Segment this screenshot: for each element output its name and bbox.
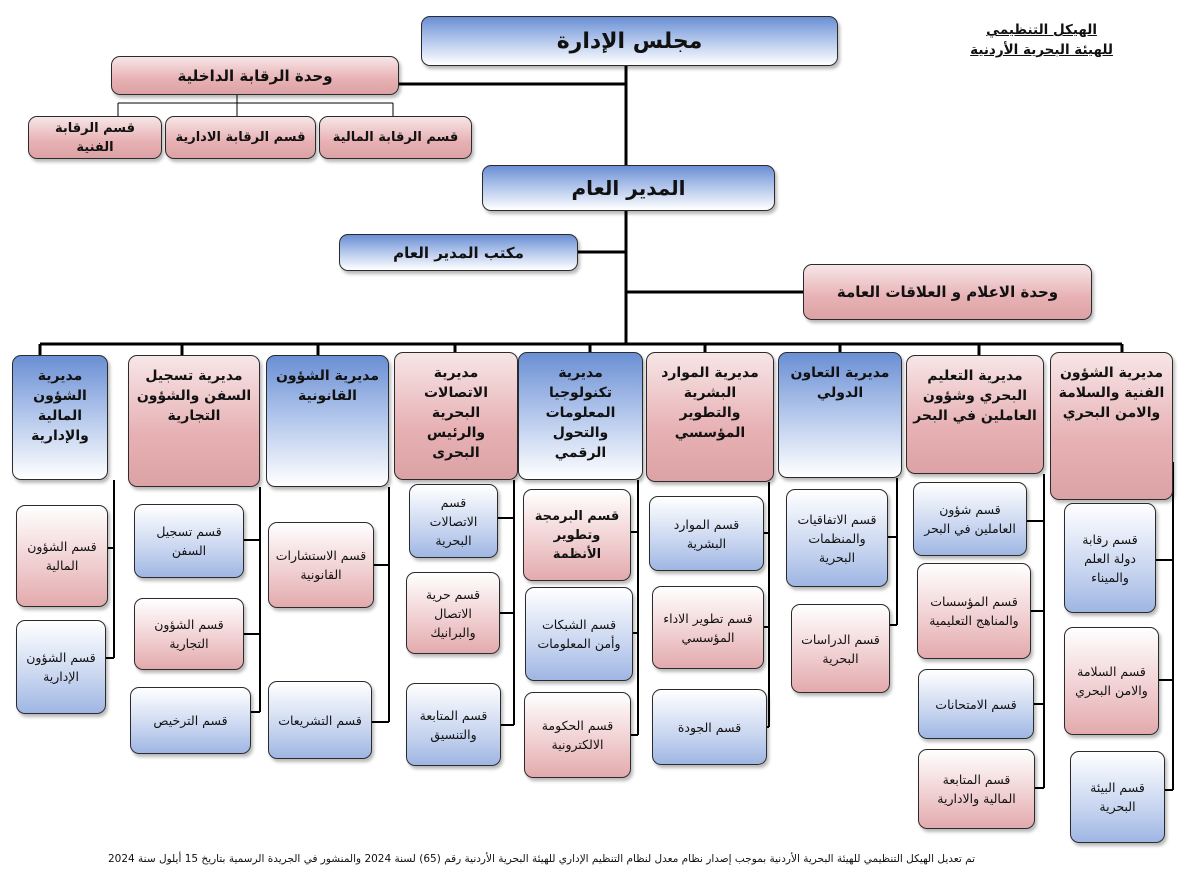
section-marine-environment: قسم البيئة البحرية: [1070, 751, 1165, 843]
audit-financial-section: قسم الرقابة المالية: [319, 116, 472, 159]
section-networks-security: قسم الشبكات وأمن المعلومات: [525, 587, 633, 681]
section-legal-consultations: قسم الاستشارات القانونية: [268, 522, 374, 608]
chart-title: الهيكل التنظيمي للهيئة البحرية الأردنية: [970, 20, 1113, 60]
section-financial-affairs: قسم الشؤون المالية: [16, 505, 108, 607]
directorate-education: مديرية التعليم البحري وشؤون العاملين في …: [906, 355, 1044, 474]
section-agreements-organizations: قسم الاتفاقيات والمنظمات البحرية: [786, 489, 888, 587]
section-marine-communications: قسم الاتصالات البحرية: [409, 484, 498, 558]
section-marine-studies: قسم الدراسات البحرية: [791, 604, 890, 693]
director-general-box: المدير العام: [482, 165, 775, 211]
section-educational-institutions: قسم المؤسسات والمناهج التعليمية: [917, 563, 1031, 659]
media-unit-box: وحدة الاعلام و العلاقات العامة: [803, 264, 1092, 320]
section-quality: قسم الجودة: [652, 689, 767, 765]
chart-title-line2: للهيئة البحرية الأردنية: [970, 42, 1113, 58]
section-examinations: قسم الامتحانات: [918, 669, 1034, 739]
section-legislation: قسم التشريعات: [268, 681, 372, 759]
directorate-cooperation: مديرية التعاون الدولي: [778, 352, 902, 478]
directorate-ship-registration: مديرية تسجيل السفن والشؤون التجارية: [128, 355, 260, 487]
footnote-text: تم تعديل الهيكل التنظيمي للهيئة البحرية …: [107, 853, 975, 865]
chart-title-line1: الهيكل التنظيمي: [986, 22, 1097, 38]
dg-office-box: مكتب المدير العام: [339, 234, 578, 271]
audit-technical-section: قسم الرقابة الفنية: [28, 116, 162, 159]
directorate-legal: مديرية الشؤون القانونية: [266, 355, 389, 487]
section-ship-registration: قسم تسجيل السفن: [134, 504, 244, 578]
directorate-it: مديرية تكنولوجيا المعلومات والتحول الرقم…: [518, 352, 643, 480]
directorate-hr: مديرية الموارد البشرية والتطوير المؤسسي: [646, 352, 774, 482]
section-seafarers-affairs: قسم شؤون العاملين في البحر: [913, 482, 1027, 556]
section-e-government: قسم الحكومة الالكترونية: [524, 692, 631, 778]
board-box: مجلس الإدارة: [421, 16, 838, 66]
directorate-technical: مديرية الشؤون الفنية والسلامة والامن الب…: [1050, 352, 1173, 500]
section-follow-up-coordination: قسم المتابعة والتنسيق: [406, 683, 501, 766]
section-licensing: قسم الترخيص: [130, 687, 251, 754]
section-financial-admin-follow-up: قسم المتابعة المالية والادارية: [918, 749, 1035, 829]
directorate-communications: مديرية الاتصالات البحرية والرئيس البحرى: [394, 352, 518, 480]
audit-admin-section: قسم الرقابة الادارية: [165, 116, 316, 159]
section-admin-affairs: قسم الشؤون الإدارية: [16, 620, 106, 714]
internal-audit-unit: وحدة الرقابة الداخلية: [111, 56, 399, 95]
directorate-finance-admin: مديرية الشؤون المالية والإدارية: [12, 355, 108, 480]
section-marine-safety-security: قسم السلامة والامن البحري: [1064, 627, 1159, 735]
section-communication-freedom: قسم حرية الاتصال والبرانيك: [406, 572, 500, 654]
footnote: تم تعديل الهيكل التنظيمي للهيئة البحرية …: [0, 853, 1183, 865]
section-commercial-affairs: قسم الشؤون التجارية: [134, 598, 244, 670]
section-programming-systems: قسم البرمجة وتطوير الأنظمة: [523, 489, 631, 581]
section-flag-port-state-control: قسم رقابة دولة العلم والميناء: [1064, 503, 1156, 613]
section-human-resources: قسم الموارد البشرية: [649, 496, 764, 571]
section-institutional-performance: قسم تطوير الاداء المؤسسي: [652, 586, 764, 669]
